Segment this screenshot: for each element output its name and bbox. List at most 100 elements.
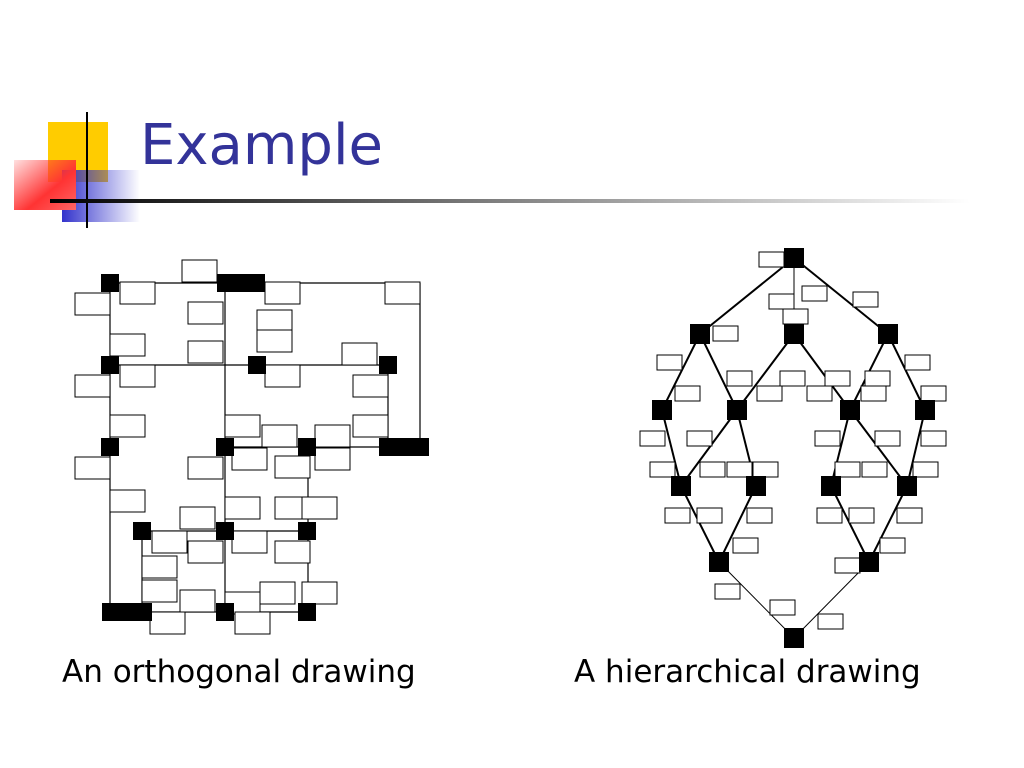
title-decoration: [14, 112, 140, 228]
hierarchical-edge: [887, 333, 926, 411]
orthogonal-label-box: [119, 281, 156, 305]
hierarchical-edge: [793, 333, 851, 411]
hierarchical-edge: [680, 485, 720, 563]
orthogonal-label-box: [187, 301, 224, 325]
hierarchical-edge: [680, 409, 738, 487]
hierarchical-node: [840, 400, 860, 420]
orthogonal-label-box: [151, 530, 188, 554]
hierarchical-edge: [830, 485, 870, 563]
hierarchical-label-box: [712, 325, 739, 342]
hierarchical-label-box: [816, 507, 843, 524]
orthogonal-label-box: [274, 540, 311, 564]
hierarchical-node: [746, 476, 766, 496]
orthogonal-label-box: [264, 281, 301, 305]
orthogonal-label-box: [187, 540, 224, 564]
orthogonal-node: [102, 603, 152, 621]
hierarchical-label-box: [696, 507, 723, 524]
orthogonal-label-box: [314, 424, 351, 448]
hierarchical-label-box: [834, 557, 861, 574]
hierarchical-label-box: [912, 461, 939, 478]
orthogonal-label-box: [109, 489, 146, 513]
hierarchical-edge: [793, 561, 870, 639]
orthogonal-node: [101, 274, 119, 292]
hierarchical-label-box: [814, 430, 841, 447]
hierarchical-drawing: [639, 248, 947, 648]
orthogonal-label-box: [301, 581, 338, 605]
title-underline: [50, 199, 970, 203]
hierarchical-label-box: [639, 430, 666, 447]
hierarchical-label-box: [746, 507, 773, 524]
hierarchical-node: [821, 476, 841, 496]
hierarchical-label-box: [726, 370, 753, 387]
hierarchical-node: [915, 400, 935, 420]
caption-orthogonal: An orthogonal drawing: [62, 654, 416, 690]
orthogonal-label-box: [141, 555, 178, 579]
orthogonal-node: [101, 438, 119, 456]
orthogonal-label-box: [352, 374, 389, 398]
orthogonal-node: [101, 356, 119, 374]
hierarchical-label-box: [768, 293, 795, 310]
hierarchical-edge: [661, 333, 701, 411]
hierarchical-node: [652, 400, 672, 420]
hierarchical-label-box: [834, 461, 861, 478]
hierarchical-label-box: [758, 251, 785, 268]
orthogonal-label-box: [181, 259, 218, 283]
hierarchical-label-box: [656, 354, 683, 371]
hierarchical-label-box: [896, 507, 923, 524]
hierarchical-node: [897, 476, 917, 496]
hierarchical-edge: [793, 257, 889, 335]
slide-title: Example: [140, 113, 383, 178]
hierarchical-label-box: [714, 583, 741, 600]
hierarchical-label-box: [686, 430, 713, 447]
hierarchical-node: [709, 552, 729, 572]
hierarchical-label-box: [801, 285, 828, 302]
hierarchical-label-box: [860, 385, 887, 402]
orthogonal-node: [217, 274, 265, 292]
hierarchical-label-box: [920, 385, 947, 402]
orthogonal-label-box: [74, 456, 111, 480]
orthogonal-node: [216, 438, 234, 456]
orthogonal-node: [216, 603, 234, 621]
orthogonal-label-box: [384, 281, 421, 305]
hierarchical-node: [671, 476, 691, 496]
hierarchical-label-box: [817, 613, 844, 630]
orthogonal-label-box: [314, 447, 351, 471]
orthogonal-label-box: [109, 333, 146, 357]
orthogonal-node: [379, 438, 429, 456]
hierarchical-label-box: [674, 385, 701, 402]
orthogonal-node: [379, 356, 397, 374]
hierarchical-label-box: [864, 370, 891, 387]
orthogonal-label-box: [179, 506, 216, 530]
orthogonal-node: [216, 522, 234, 540]
hierarchical-label-box: [699, 461, 726, 478]
orthogonal-label-box: [224, 414, 261, 438]
caption-hierarchical: A hierarchical drawing: [574, 654, 921, 690]
hierarchical-edge: [699, 333, 738, 411]
orthogonal-drawing: [74, 259, 429, 635]
orthogonal-node: [298, 522, 316, 540]
orthogonal-label-box: [119, 364, 156, 388]
hierarchical-edge: [849, 409, 908, 487]
orthogonal-label-box: [179, 589, 216, 613]
hierarchical-edge: [718, 485, 757, 563]
orthogonal-label-box: [274, 455, 311, 479]
hierarchical-label-box: [732, 537, 759, 554]
orthogonal-label-box: [187, 456, 224, 480]
orthogonal-label-box: [256, 329, 293, 353]
hierarchical-edge: [906, 409, 926, 487]
hierarchical-label-box: [852, 291, 879, 308]
hierarchical-label-box: [806, 385, 833, 402]
hierarchical-node: [690, 324, 710, 344]
hierarchical-label-box: [874, 430, 901, 447]
orthogonal-label-box: [259, 581, 296, 605]
hierarchical-node: [859, 552, 879, 572]
hierarchical-label-box: [848, 507, 875, 524]
orthogonal-label-box: [224, 496, 261, 520]
hierarchical-node: [784, 324, 804, 344]
orthogonal-label-box: [261, 424, 298, 448]
hierarchical-label-box: [649, 461, 676, 478]
orthogonal-node: [298, 603, 316, 621]
orthogonal-label-box: [256, 309, 293, 333]
hierarchical-label-box: [752, 461, 779, 478]
